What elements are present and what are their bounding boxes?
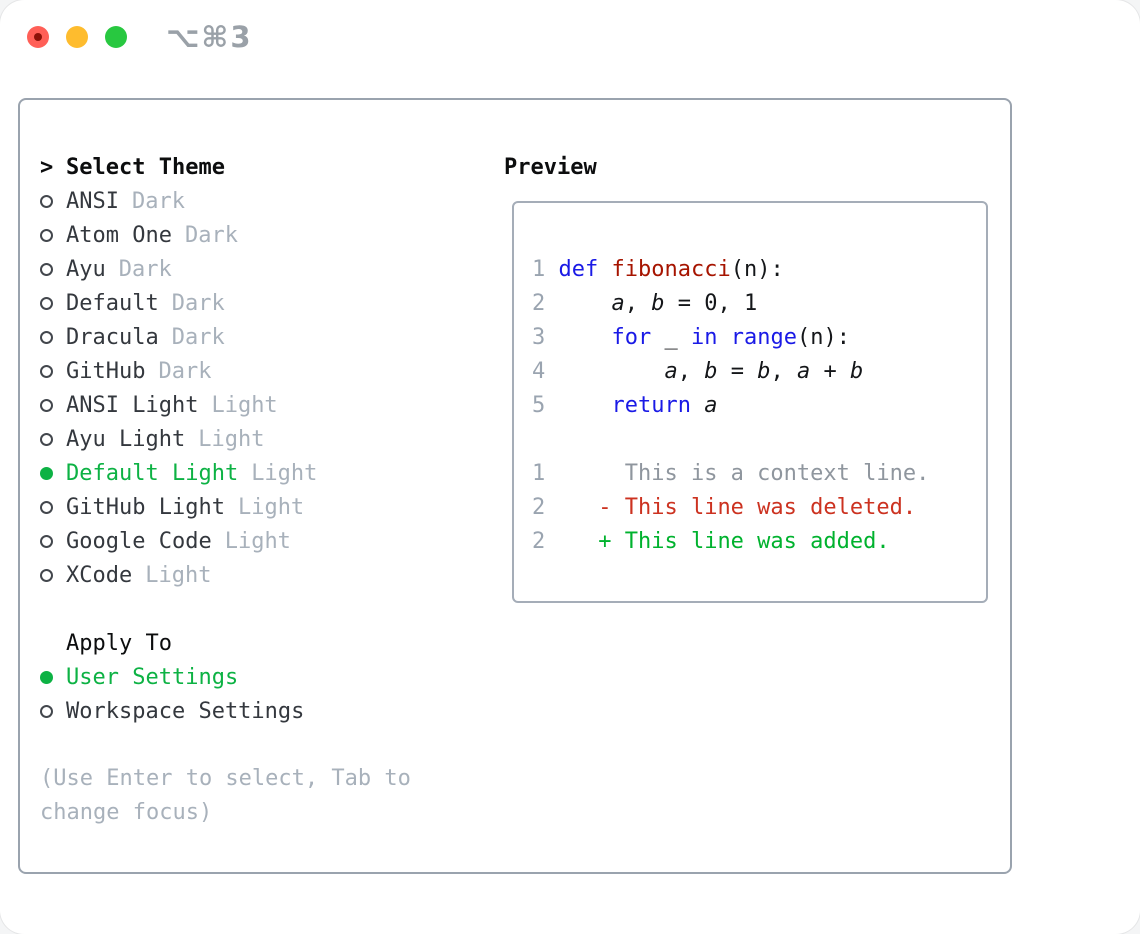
theme-option-label: Ayu Light <box>66 426 186 452</box>
theme-variant-label: Light <box>224 528 291 554</box>
radio-unselected-icon <box>40 364 53 378</box>
apply-option-workspace-settings[interactable]: Workspace Settings <box>40 694 452 728</box>
radio-unselected-icon <box>40 262 53 276</box>
radio-unselected-icon <box>40 432 53 446</box>
preview-code-line: 5 return a <box>532 393 718 418</box>
theme-option-github-dark[interactable]: GitHub Dark <box>40 354 452 388</box>
minimize-button[interactable] <box>66 26 88 48</box>
preview-box: 1 def fibonacci(n): 2 a, b = 0, 1 3 for _ … <box>512 201 988 603</box>
theme-option-label: XCode <box>66 562 133 588</box>
radio-unselected-icon <box>40 296 53 310</box>
preview-code-line: 3 for _ in range(n): <box>532 325 850 350</box>
apply-to-header-label: Apply To <box>66 630 172 656</box>
theme-variant-label: Light <box>145 562 212 588</box>
theme-option-label: Ayu <box>66 256 106 282</box>
preview-code-line: 2 a, b = 0, 1 <box>532 291 758 316</box>
theme-variant-label: Dark <box>171 290 225 316</box>
theme-option-label: Atom One <box>66 222 172 248</box>
theme-option-atom-one-dark[interactable]: Atom One Dark <box>40 218 452 252</box>
theme-option-label: Default <box>66 290 159 316</box>
select-theme-header: > Select Theme <box>40 150 452 184</box>
radio-unselected-icon <box>40 704 53 718</box>
theme-variant-label: Dark <box>118 256 172 282</box>
window-shortcut-title: ⌥⌘3 <box>166 20 253 54</box>
radio-selected-icon <box>40 670 53 684</box>
theme-option-ayu-light-light[interactable]: Ayu Light Light <box>40 422 452 456</box>
zoom-button[interactable] <box>105 26 127 48</box>
apply-option-label: User Settings <box>66 664 239 690</box>
theme-variant-label: Light <box>198 426 265 452</box>
theme-option-label: Default Light <box>66 460 239 486</box>
theme-variant-label: Dark <box>158 358 212 384</box>
theme-option-label: GitHub <box>66 358 146 384</box>
theme-option-label: ANSI Light <box>66 392 199 418</box>
help-text: (Use Enter to select, Tab to change focu… <box>40 766 411 825</box>
theme-option-label: ANSI <box>66 188 119 214</box>
preview-code-line: 1 def fibonacci(n): <box>532 257 784 282</box>
theme-variant-label: Dark <box>184 222 238 248</box>
radio-unselected-icon <box>40 534 53 548</box>
close-dot-icon <box>34 33 42 41</box>
theme-option-dracula-dark[interactable]: Dracula Dark <box>40 320 452 354</box>
titlebar <box>27 26 127 48</box>
theme-option-default-dark[interactable]: Default Dark <box>40 286 452 320</box>
theme-option-label: Dracula <box>66 324 159 350</box>
theme-option-ansi-light-light[interactable]: ANSI Light Light <box>40 388 452 422</box>
theme-option-xcode-light[interactable]: XCode Light <box>40 558 452 592</box>
theme-option-google-code-light[interactable]: Google Code Light <box>40 524 452 558</box>
theme-variant-label: Light <box>237 494 305 520</box>
radio-unselected-icon <box>40 228 53 242</box>
theme-option-ayu-dark[interactable]: Ayu Dark <box>40 252 452 286</box>
preview-code-line: 4 a, b = b, a + b <box>532 359 864 384</box>
select-theme-header-label: Select Theme <box>66 154 225 180</box>
theme-option-default-light-light[interactable]: Default Light Light <box>40 456 452 490</box>
theme-variant-label: Dark <box>131 188 185 214</box>
preview-code: 1 def fibonacci(n): 2 a, b = 0, 1 3 for _ … <box>514 203 986 559</box>
apply-option-user-settings[interactable]: User Settings <box>40 660 452 694</box>
spacer <box>40 592 452 626</box>
preview-code-line: 2 - This line was deleted. <box>532 495 917 520</box>
radio-selected-icon <box>40 466 53 480</box>
radio-unselected-icon <box>40 500 53 514</box>
theme-variant-label: Light <box>251 460 318 486</box>
radio-unselected-icon <box>40 330 53 344</box>
theme-variant-label: Dark <box>171 324 225 350</box>
apply-to-header: Apply To <box>40 626 452 660</box>
theme-option-label: GitHub Light <box>66 494 225 520</box>
theme-option-label: Google Code <box>66 528 212 554</box>
radio-unselected-icon <box>40 194 53 208</box>
radio-unselected-icon <box>40 568 53 582</box>
theme-option-ansi-dark[interactable]: ANSI Dark <box>40 184 452 218</box>
preview-label: Preview <box>504 154 597 180</box>
preview-code-line: 2 + This line was added. <box>532 529 890 554</box>
close-button[interactable] <box>27 26 49 48</box>
preview-code-line: 1 This is a context line. <box>532 461 930 486</box>
radio-unselected-icon <box>40 398 53 412</box>
theme-variant-label: Light <box>211 392 278 418</box>
theme-option-github-light-light[interactable]: GitHub Light Light <box>40 490 452 524</box>
preview-code-line <box>532 423 986 457</box>
focus-caret-icon: > <box>40 154 54 180</box>
apply-option-label: Workspace Settings <box>66 698 305 724</box>
